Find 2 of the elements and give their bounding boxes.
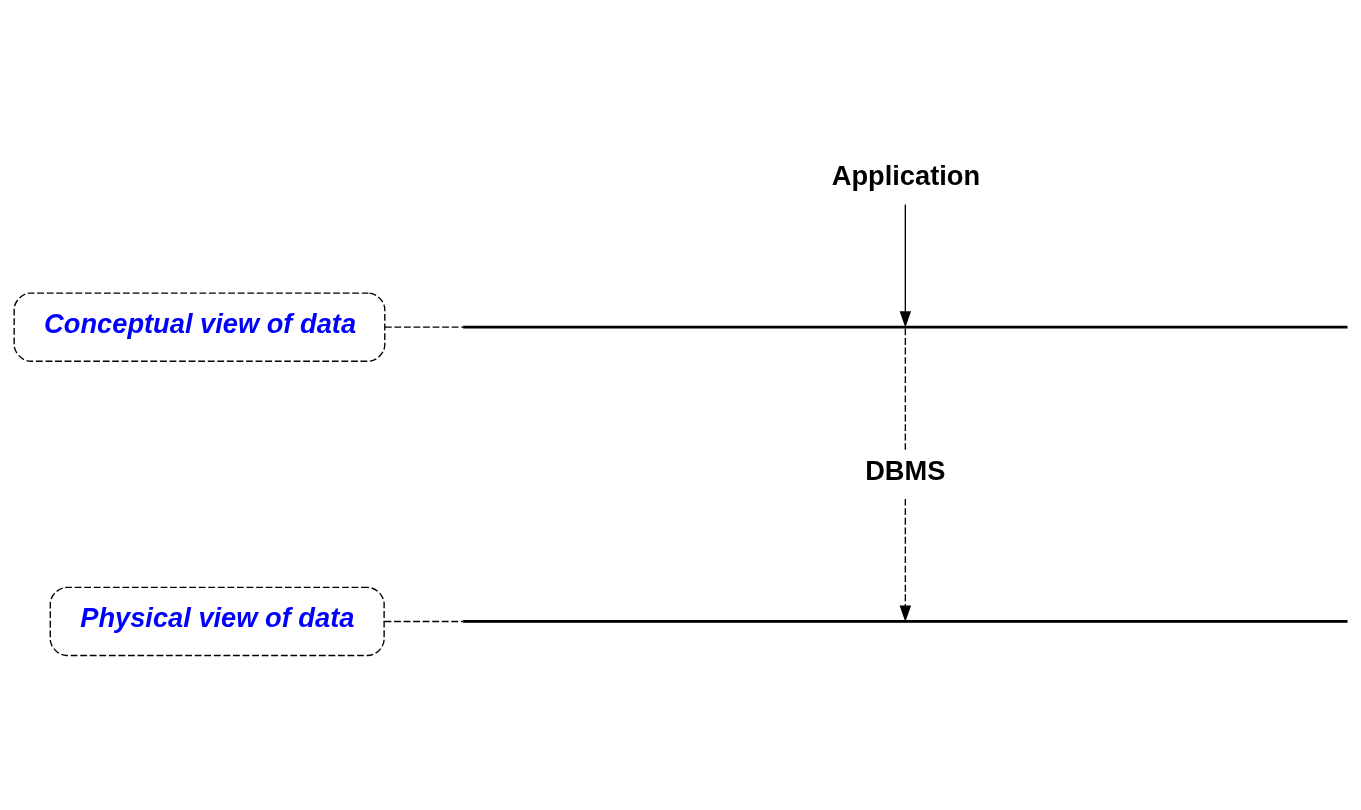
node-text: Application: [831, 159, 981, 191]
node-text: DBMS: [865, 454, 946, 486]
